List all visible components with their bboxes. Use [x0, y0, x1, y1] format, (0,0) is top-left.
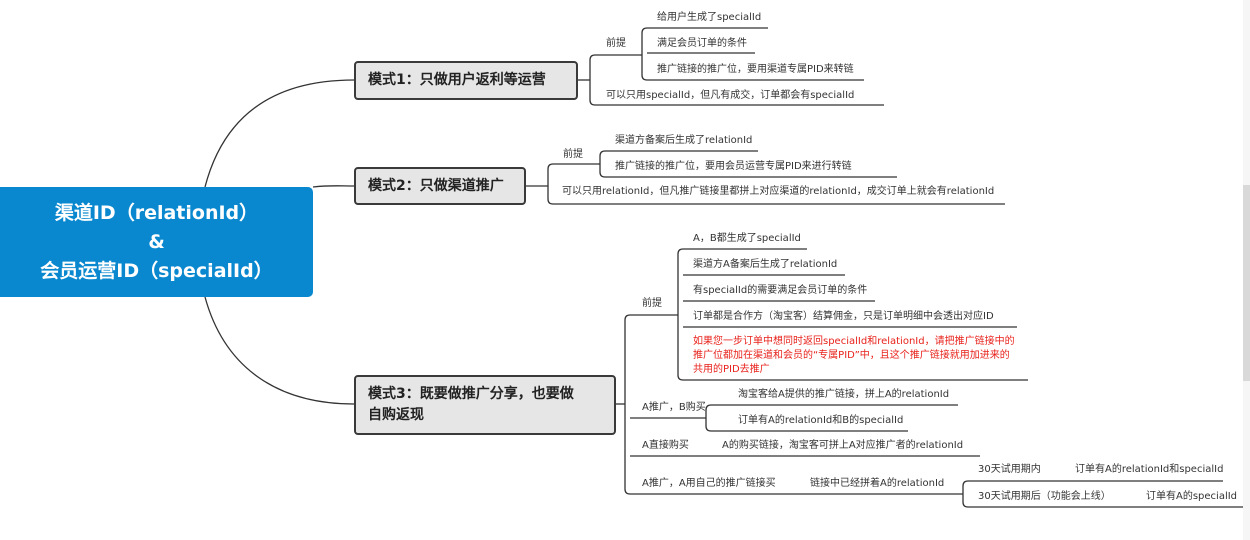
trial-in-label[interactable]: 30天试用期内	[978, 464, 1041, 475]
central-line-3: 会员运营ID（specialId）	[40, 259, 273, 282]
central-topic[interactable]: 渠道ID（relationId） & 会员运营ID（specialId）	[0, 187, 313, 297]
bracket	[589, 54, 596, 106]
mode1-note[interactable]: 可以只用specialId，但凡有成交，订单都会有specialId	[606, 90, 855, 101]
branch-mode2	[312, 185, 355, 188]
mode2-topic[interactable]: 模式2：只做渠道推广	[354, 167, 526, 205]
warning-line-2: 推广位都加在渠道和会员的“专属PID”中，且这个推广链接就用加进来的	[693, 350, 1010, 361]
mode1-premise-label[interactable]: 前提	[606, 38, 626, 49]
mode3-premise-4[interactable]: 订单都是合作方（淘宝客）结算佣金，只是订单明细中会透出对应ID	[693, 311, 994, 322]
mode2-premise-label[interactable]: 前提	[563, 149, 583, 160]
case3-label[interactable]: A推广，A用自己的推广链接买	[642, 478, 776, 489]
mode2-note[interactable]: 可以只用relationId，但凡推广链接里都拼上对应渠道的relationId…	[562, 186, 995, 197]
warning-line-1: 如果您一步订单中想同时返回specialId和relationId，请把推广链接…	[693, 336, 1015, 347]
case2-item[interactable]: A的购买链接，淘宝客可拼上A对应推广者的relationId	[722, 440, 964, 451]
case2-label[interactable]: A直接购买	[642, 440, 689, 451]
bracket	[641, 27, 648, 81]
mode1-topic[interactable]: 模式1：只做用户返利等运营	[354, 61, 578, 100]
mode2-title: 模式2：只做渠道推广	[368, 177, 504, 194]
case1-item-2[interactable]: 订单有A的relationId和B的specialId	[738, 415, 904, 426]
mode3-warning[interactable]: 如果您一步订单中想同时返回specialId和relationId，请把推广链接…	[693, 335, 1015, 377]
mode2-premise-2[interactable]: 推广链接的推广位，要用会员运营专属PID来进行转链	[615, 161, 852, 172]
mode3-title-line1: 模式3：既要做推广分享，也要做	[368, 386, 574, 402]
mode1-premise-1[interactable]: 给用户生成了specialId	[657, 12, 762, 23]
central-line-2: &	[148, 230, 165, 253]
case3-item[interactable]: 链接中已经拼着A的relationId	[810, 478, 945, 489]
bracket	[624, 314, 631, 495]
trial-in-result[interactable]: 订单有A的relationId和specialId	[1075, 464, 1224, 475]
scrollbar-thumb[interactable]	[1243, 185, 1250, 381]
trial-after-result[interactable]: 订单有A的specialId	[1146, 491, 1238, 502]
bracket	[677, 248, 684, 381]
bracket	[705, 404, 712, 432]
bracket	[547, 163, 554, 205]
mode3-premise-label[interactable]: 前提	[642, 298, 662, 309]
central-line-1: 渠道ID（relationId）	[54, 201, 259, 224]
mode3-premise-2[interactable]: 渠道方A备案后生成了relationId	[693, 259, 838, 270]
mode3-premise-1[interactable]: A，B都生成了specialId	[693, 233, 801, 244]
mode1-title: 模式1：只做用户返利等运营	[368, 72, 546, 88]
mode1-premise-2[interactable]: 满足会员订单的条件	[657, 38, 747, 49]
trial-after-label[interactable]: 30天试用期后（功能会上线）	[978, 491, 1111, 502]
bracket	[599, 150, 606, 178]
mode2-premise-1[interactable]: 渠道方备案后生成了relationId	[615, 135, 753, 146]
bracket	[962, 480, 969, 508]
warning-line-3: 共用的PID去推广	[693, 364, 770, 375]
branch-mode3	[204, 296, 355, 405]
case1-label[interactable]: A推广，B购买	[642, 402, 706, 413]
mode3-title-line2: 自购返现	[368, 407, 424, 423]
branch-mode1	[204, 79, 355, 188]
mode3-premise-3[interactable]: 有specialId的需要满足会员订单的条件	[693, 285, 868, 296]
case1-item-1[interactable]: 淘宝客给A提供的推广链接，拼上A的relationId	[738, 389, 950, 400]
mode1-premise-3[interactable]: 推广链接的推广位，要用渠道专属PID来转链	[657, 64, 854, 75]
mode3-topic[interactable]: 模式3：既要做推广分享，也要做 自购返现	[354, 375, 616, 435]
